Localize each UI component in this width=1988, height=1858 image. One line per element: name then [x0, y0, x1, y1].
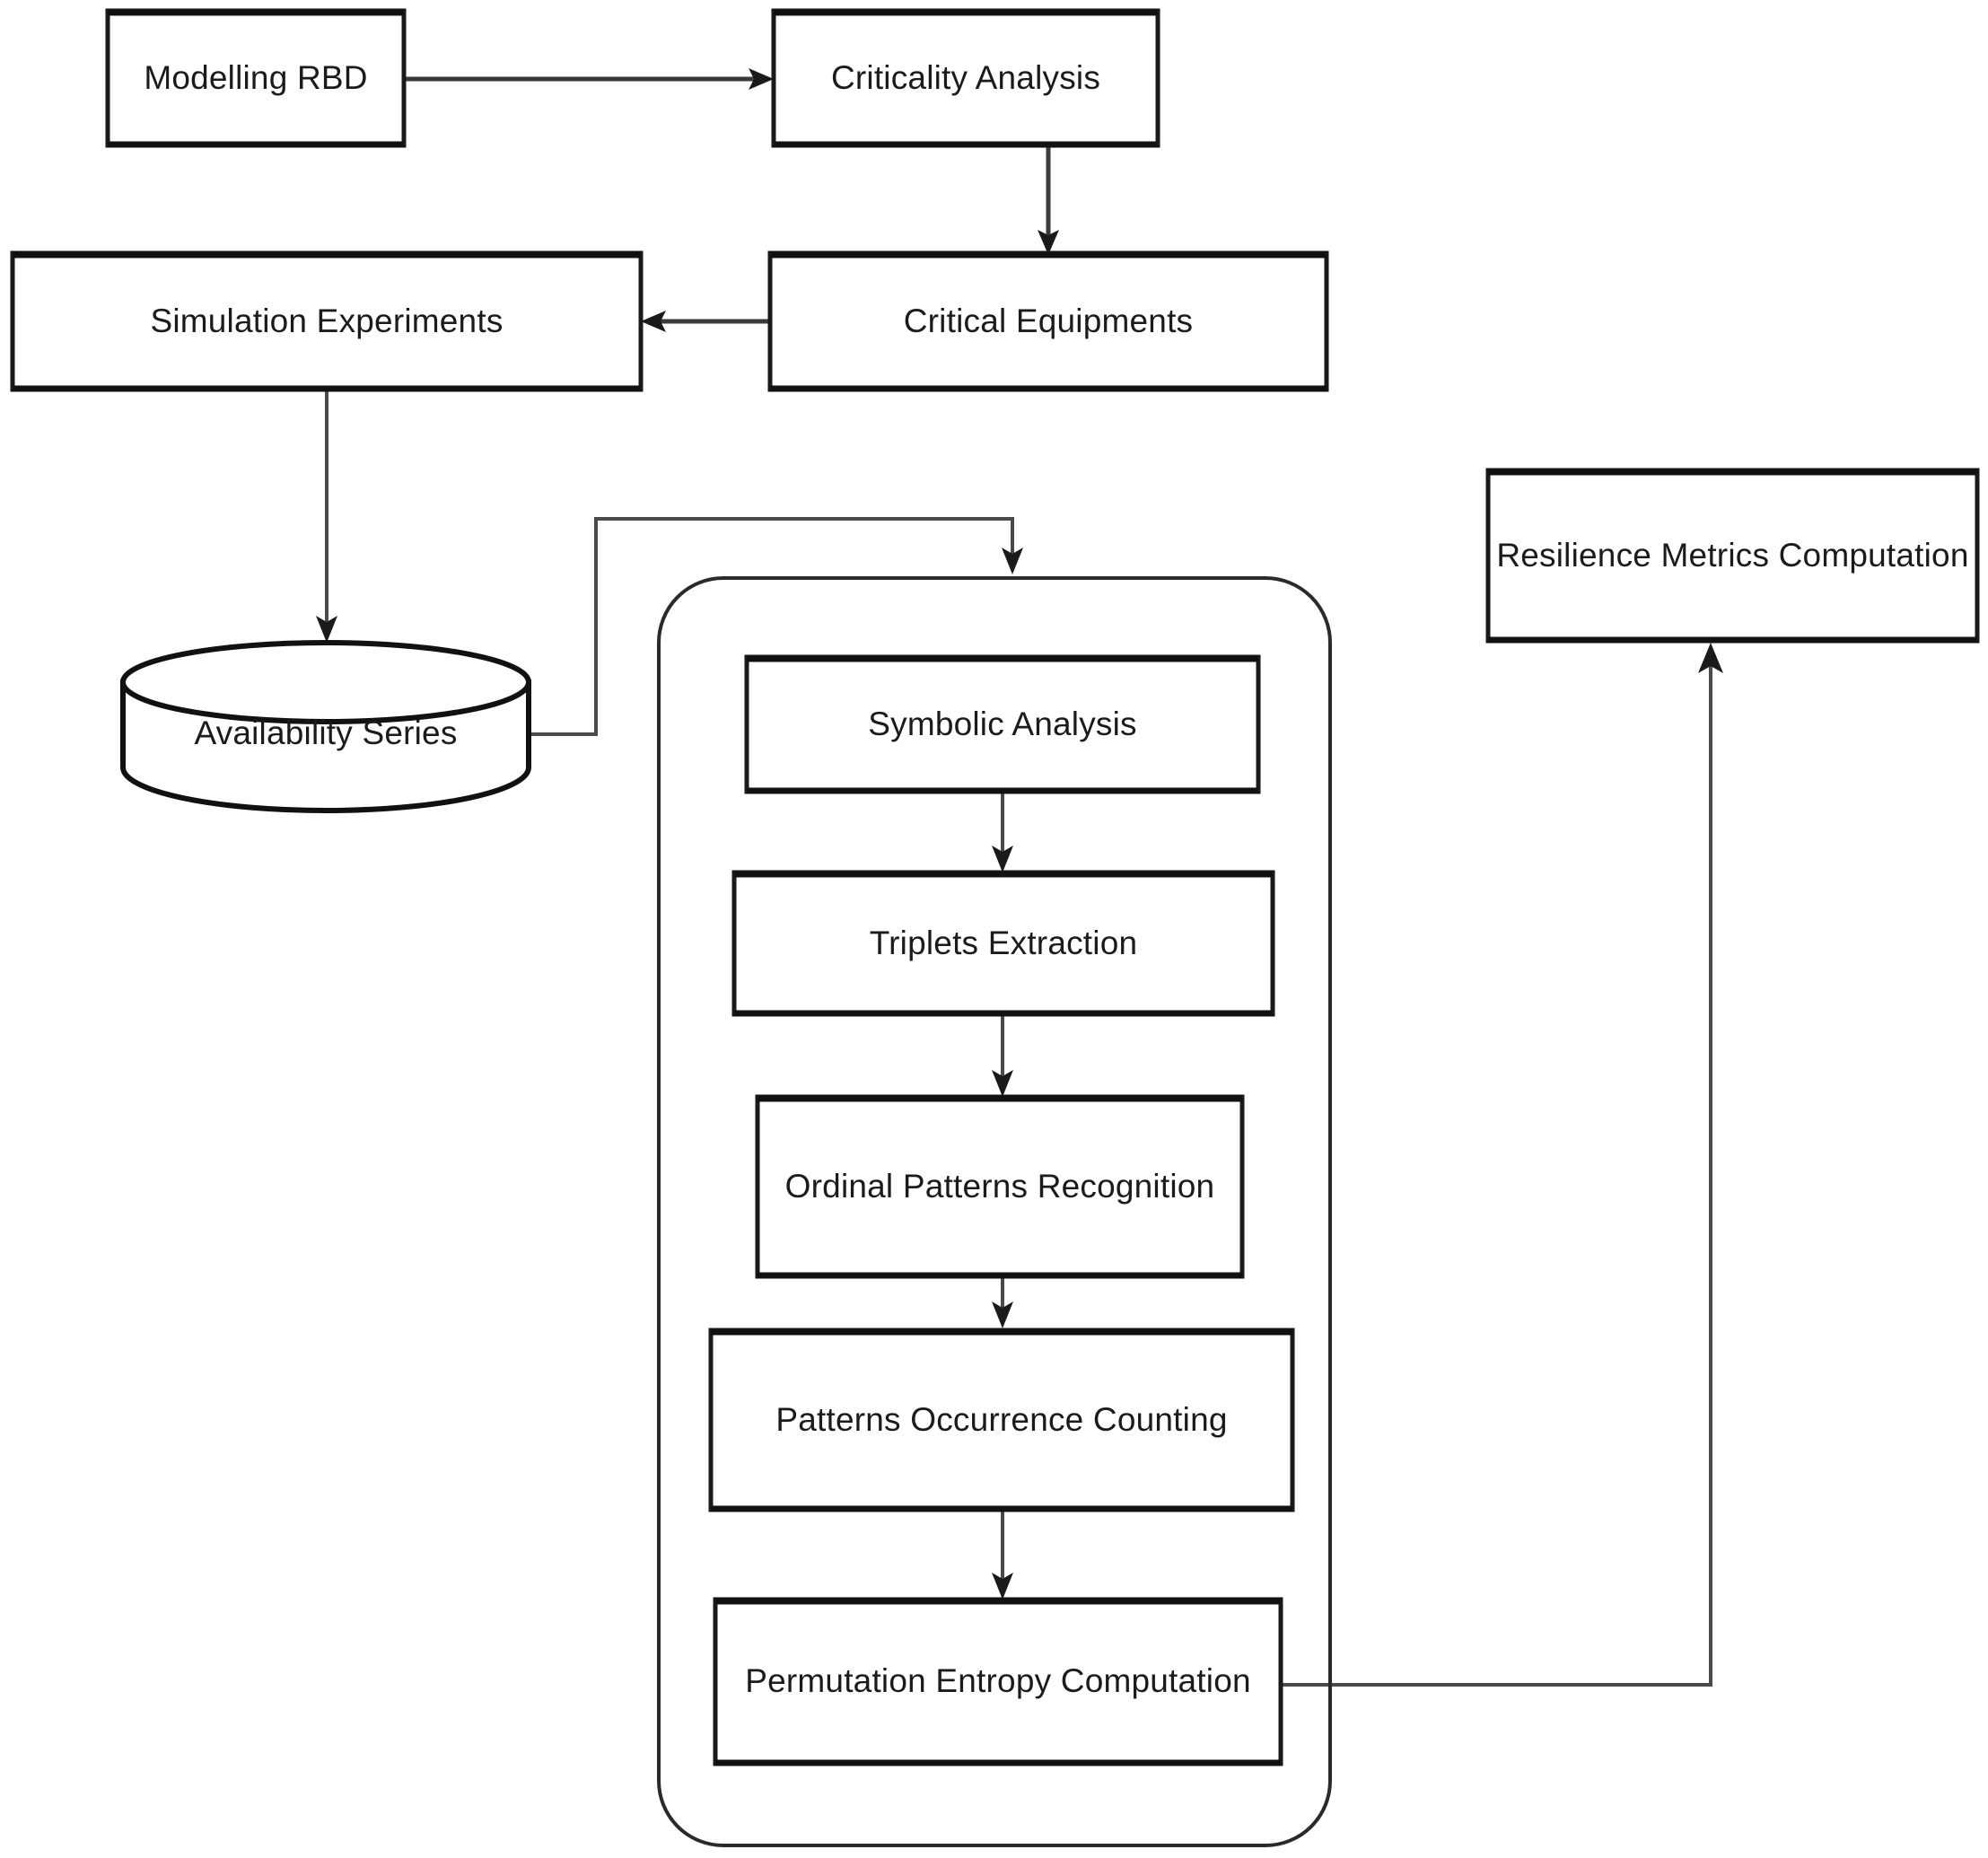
- edge-permutation-to-resilience: [1281, 643, 1723, 1687]
- edge-counting-to-permutation: [992, 1511, 1013, 1599]
- node-critical-equipments-shape[interactable]: [767, 250, 1329, 392]
- node-permutation-entropy-shape[interactable]: [713, 1597, 1283, 1766]
- node-ordinal-patterns-shape[interactable]: [755, 1094, 1245, 1279]
- edge-critical-equipments-to-simulation: [641, 311, 768, 332]
- node-availability-series-shape[interactable]: [120, 640, 531, 813]
- node-triplets-extraction-shape[interactable]: [731, 870, 1275, 1017]
- edge-ordinal-to-counting: [992, 1278, 1013, 1328]
- processing-group-container: [657, 576, 1332, 1847]
- edge-triplets-to-ordinal: [992, 1015, 1013, 1097]
- node-symbolic-analysis-shape[interactable]: [744, 654, 1261, 794]
- edge-criticality-to-critical-equipments: [1038, 145, 1059, 255]
- node-patterns-counting-shape[interactable]: [708, 1328, 1295, 1512]
- node-resilience-metrics-shape[interactable]: [1485, 468, 1980, 644]
- edge-modelling-to-criticality: [406, 68, 774, 90]
- node-criticality-analysis-shape[interactable]: [771, 8, 1160, 148]
- edge-simulation-to-availability: [316, 391, 337, 643]
- node-simulation-experiments-shape[interactable]: [10, 250, 644, 392]
- edge-symbolic-to-triplets: [992, 793, 1013, 872]
- edge-availability-to-processing-group: [528, 517, 1023, 736]
- node-modelling-rbd-shape[interactable]: [105, 8, 407, 148]
